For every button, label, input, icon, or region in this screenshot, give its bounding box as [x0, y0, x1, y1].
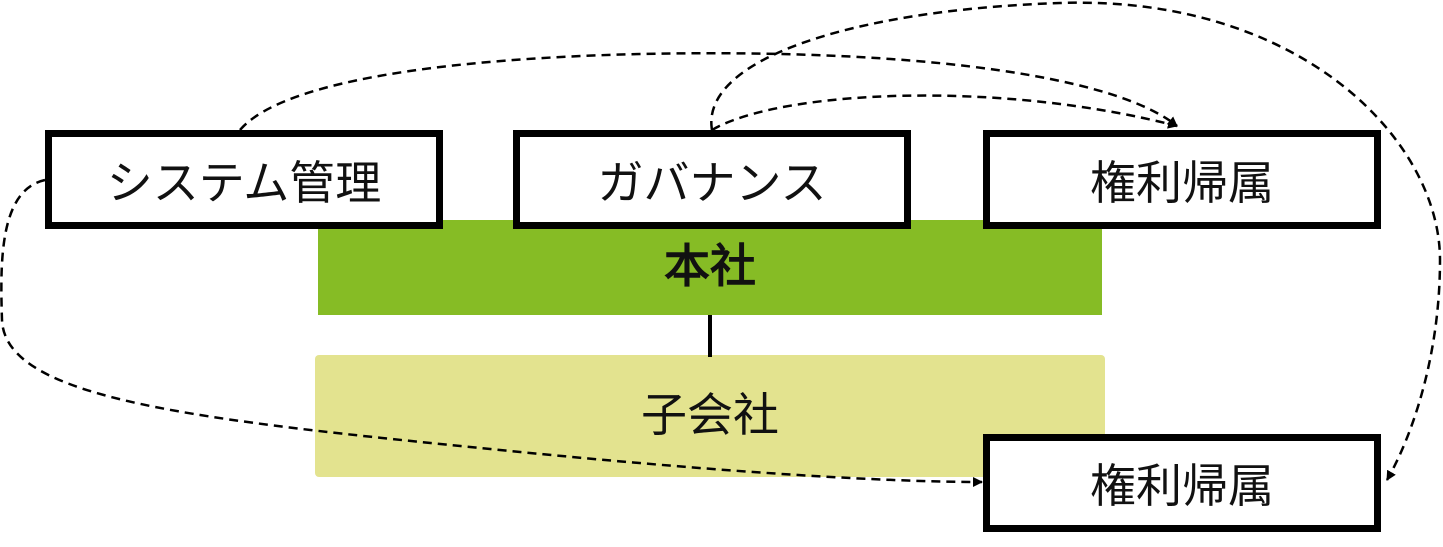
rights-bottom-label: 権利帰属	[1090, 459, 1274, 513]
governance-label: ガバナンス	[597, 155, 827, 210]
rights-top-box: 権利帰属	[983, 130, 1381, 229]
rights-top-label: 権利帰属	[1090, 155, 1274, 210]
system-to-rights-top-arrow	[239, 51, 1178, 131]
headquarters-band: 本社	[318, 220, 1102, 315]
rights-bottom-box: 権利帰属	[983, 434, 1381, 532]
governance-to-rights-top-arrow	[711, 94, 1178, 132]
governance-box: ガバナンス	[513, 130, 911, 229]
system-management-box: システム管理	[45, 130, 443, 229]
subsidiary-label: 子会社	[641, 388, 779, 442]
headquarters-label: 本社	[664, 238, 756, 293]
system-management-label: システム管理	[106, 155, 382, 210]
